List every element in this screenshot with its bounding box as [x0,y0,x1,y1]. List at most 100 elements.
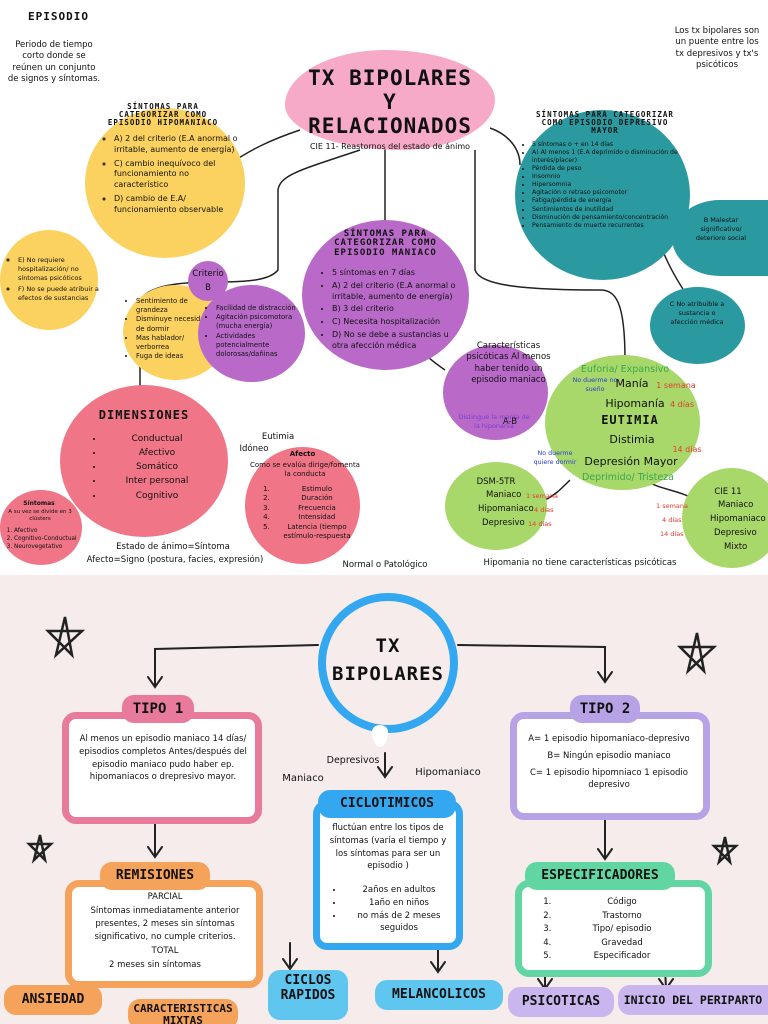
dsm-row: Hipomaniaco 4 días [462,504,562,518]
ciclotimicos-text: fluctúan entre los tipos de síntomas (va… [329,823,447,872]
cie-row: 14 días Depresivo [650,528,768,542]
cie-name: Maniaco [718,500,754,510]
hipo-extra-blob [0,230,98,330]
ciclos-tag: CICLOS RAPIDOS [268,970,348,1020]
dimensiones-item: Cognitivo [104,490,210,502]
tipo2-label: TIPO 2 [570,695,640,723]
remisiones-total-text: 2 meses sin síntomas [109,960,201,970]
dsm-row: Maniaco 1 semana [462,490,562,504]
tipo1-label: TIPO 1 [122,695,194,723]
cie-days: 14 días [660,530,684,538]
maniaco-blob [302,220,469,370]
tipo2-item: A= 1 episodio hipomaniaco-depresivo [528,734,690,744]
depresivo-title: SÍNTOMAS PARA CATEGORIZAR COMO EPISODIO … [536,110,674,135]
eutimia-label: Eutimia [261,432,295,442]
sintomas-b-item: Disminuye necesidad de dormir [136,315,218,333]
afecto-blob [245,447,360,564]
episodio-definition: Periodo de tiempo corto donde se reúnen … [7,40,101,85]
remisiones-parcial: PARCIAL [147,892,183,902]
espectro-distimia: Distimia [609,433,655,446]
dimensiones-item: Somático [104,461,210,473]
ciclotimicos-item: no más de 2 meses seguidos [344,910,454,936]
hipo-extra-item: E) No requiere hospitalización/ no sínto… [18,256,104,282]
normal-text: Normal o Patológico [342,560,428,570]
star-icon [676,632,718,675]
actividades-item: Actividades potencialmente dolorosas/dañ… [216,332,306,360]
tipo1-frame [62,712,262,824]
cie-blob [682,468,768,568]
ansiedad-tag: ANSIEDAD [4,985,102,1015]
maniaco-item: 5 síntomas en 7 días [332,268,464,279]
cie-days: 1 semana [656,502,689,510]
dimensiones-item: Afectivo [104,447,210,459]
cie-name: Depresivo [714,528,757,538]
tx-bipolares-map: TX BIPOLARES TIPO 1 Al menos un episodio… [0,575,768,1024]
sintomas-small-item: Afectivo [14,528,80,536]
cie-list: 1 semana Maniaco 4 días Hipomaniaco 14 d… [650,500,768,556]
depresivo-item: Fatiga/pérdida de energía [532,197,690,205]
dsm-name: Maniaco [486,490,522,500]
center-circle [318,593,458,733]
dsm-name: Hipomaniaco [478,504,534,514]
espectro-distimia-days: 14 días [672,445,702,454]
psicoticas-blob [443,345,548,440]
melancolicos-tag: MELANCOLICOS [375,980,503,1010]
remisiones-label: REMISIONES [100,862,210,890]
maniaco-item: D) No se debe a sustancias u otra afecci… [332,330,464,352]
psicoticas-tag: PSICOTICAS [508,987,614,1017]
espectro-no-duerme-1: No duerme no sueño [572,377,618,393]
ciclotimicos-label: CICLOTIMICOS [318,790,456,818]
especificadores-item: Código [554,896,690,910]
sintomas-b-list: Sentimiento de grandeza Disminuye necesi… [122,297,218,361]
actividades-blob [198,285,305,382]
depresivo-item: A) Al menos 1 (E.A deprimido o disminuci… [532,149,690,165]
ciclotimicos-frame [313,800,463,950]
maniaco-item: B) 3 del criterio [332,304,464,315]
afecto-item: Estimulo [272,485,362,494]
espectro-no-duerme-2: No duerme quiere dormir [533,450,577,466]
dsm-days: 4 días [534,506,554,514]
sintomas-b-item: Mas hablador/ verborrea [136,334,218,352]
ciclo-maniaco-label: Maniaco [282,773,324,784]
center-title-line2: BIPOLARES [332,663,444,685]
hipomania-note: Hipomania no tiene características psicó… [483,558,677,568]
actividades-item: Facilidad de distracción [216,304,306,313]
hipomaniaco-item: C) cambio inequívoco del funcionamiento … [114,159,240,191]
puente-note: Los tx bipolares son un puente entre los… [674,26,760,71]
tipo2-list: A= 1 episodio hipomaniaco-depresivo B= N… [524,733,694,792]
tipo1-text: Al menos un episodio maniaco 14 días/ ep… [79,734,247,783]
dimensiones-list: Conductual Afectivo Somático Inter perso… [90,433,210,502]
hipomaniaco-title: SÍNTOMAS PARA CATEGORIZAR COMO EPISODIO … [107,102,219,127]
espectro-mania: Manía [615,377,649,390]
main-title-line1: TX BIPOLARES [308,66,472,90]
main-title-subtitle: CIE 11- Reastornos del estado de ánimo [309,142,471,151]
criterio-b-label1: Criterio [192,269,224,279]
star-icon [44,616,86,659]
afecto-title: Afecto [289,450,316,458]
main-title-line3: RELACIONADOS [308,114,472,138]
tipo2-frame [510,712,710,820]
tipo2-item: B= Ningún episodio maniaco [547,750,671,761]
especificadores-item: Gravedad [554,937,690,951]
hipomaniaco-item: D) cambio de E.A/ funcionamiento observa… [114,194,240,216]
remisiones-parcial-text: Síntomas inmediatamente anterior present… [90,906,240,942]
psicoticas-note: Distingue la manía de la hiponanía [458,413,530,430]
especificadores-label: ESPECIFICADORES [525,862,675,890]
espectro-depresion: Depresión Mayor [584,455,678,468]
star-icon [710,836,740,866]
hipo-extra-item: F) No se puede atribuir a efectos de sus… [18,285,104,303]
main-title-blob [285,50,495,150]
afecto-list: Estimulo Duración Frecuencia Intensidad … [258,485,362,542]
maniaco-title: SÍNTOMAS PARA CATEGORIZAR COMO EPISODIO … [334,229,437,258]
depresivo-item: 5 síntomas o + en 14 días [532,141,690,149]
hipomaniaco-item: A) 2 del criterio (E.A anormal o irritab… [114,134,240,156]
dep-b-text: B Malestar significativo/ deterioro soci… [695,216,747,242]
afecto-item: Latencia (tiempo estímulo-respuesta [272,523,362,542]
psicoticas-text: Características psicóticas Al menos habe… [466,341,551,386]
afecto-item: Intensidad [272,513,362,522]
caracteristicas-tag: CARACTERISTICAS MIXTAS [128,999,238,1024]
actividades-list: Facilidad de distracción Agitación psico… [202,304,306,359]
depresivo-item: Pensamiento de muerte recurrentes [532,222,690,230]
ciclotimicos-list: 2años en adultos 1año en niños no más de… [330,884,454,935]
dsm-name: Depresivo [482,518,525,528]
